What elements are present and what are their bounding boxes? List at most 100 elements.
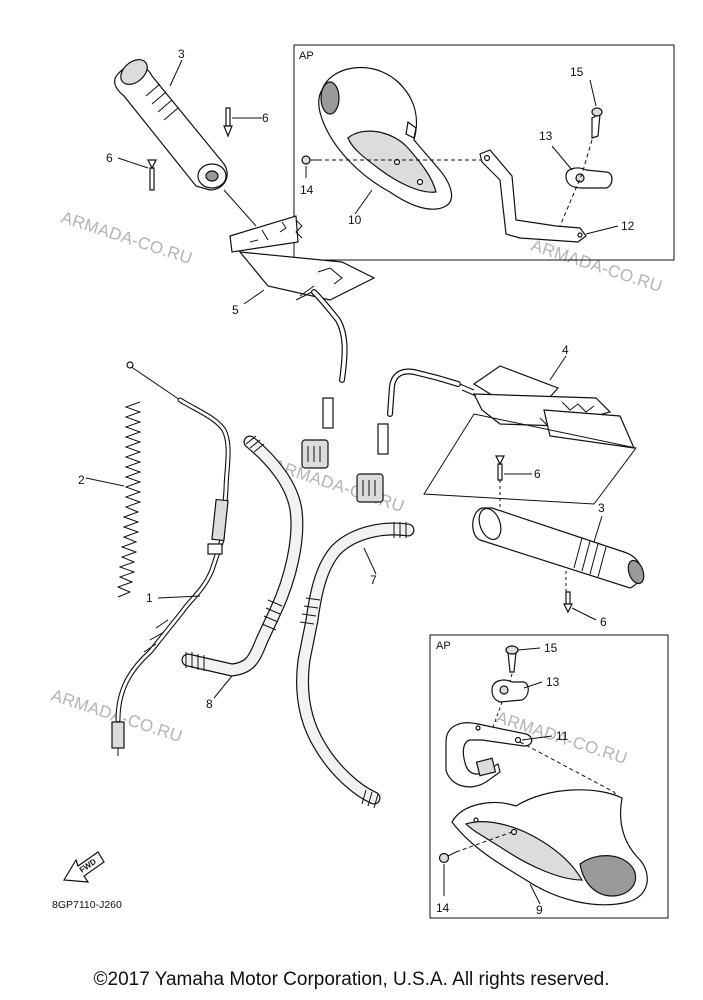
switch-4-leads [459, 383, 477, 397]
leader-4 [549, 355, 567, 381]
label-6-upper-left: 6 [106, 151, 113, 165]
leader-12 [585, 225, 619, 235]
left-grip-assembly: 3 6 6 [106, 47, 269, 227]
ap-label-lower: AP [436, 640, 451, 652]
switch-5-wire-inner [312, 290, 347, 382]
label-9: 9 [536, 903, 543, 917]
forward-arrow-icon-shape [62, 851, 105, 883]
label-6-upper-right: 6 [262, 111, 269, 125]
switch-5-sleeve [322, 397, 334, 429]
connector-4-pins [362, 480, 376, 496]
bolt-14-head [301, 155, 311, 165]
assembly-plane-outline [423, 413, 637, 505]
connector-5-pins [307, 446, 321, 462]
connector-5 [301, 439, 329, 469]
leader-13-upper [551, 145, 573, 171]
hand-guard-10-hole-2 [416, 178, 424, 186]
switch-4-wire [387, 368, 461, 417]
right-grip-assembly: 6 6 3 [472, 455, 645, 629]
accessory-box-upper-frame [293, 44, 675, 261]
leader-5 [243, 289, 265, 305]
label-3-upper: 3 [178, 47, 185, 61]
connector-4 [356, 473, 384, 503]
cable-1-end-fitting [126, 361, 134, 369]
heater-element-5-connector [317, 267, 343, 285]
assembly-line-lower-clamp [491, 701, 503, 731]
pin-6-upper-left [149, 167, 155, 191]
switch-4-wire-inner [388, 369, 460, 416]
hand-guard-10-end [320, 81, 340, 115]
assembly-line-lower-bolt [509, 673, 513, 683]
pin-6-upper-left-tip [147, 159, 157, 170]
cable-1-grommets [143, 619, 169, 653]
clamp-13-lower-hole [499, 685, 509, 695]
label-13-upper: 13 [539, 129, 553, 143]
label-7: 7 [370, 573, 377, 587]
leader-6-upper-left [117, 157, 149, 169]
leader-1 [157, 595, 201, 599]
heater-element-5-zigzag [249, 219, 303, 243]
leader-13-lower [523, 681, 543, 689]
spring-2: 2 [78, 401, 142, 598]
throttle-cable-1: 1 [111, 361, 231, 756]
bracket-12-hole [483, 154, 491, 162]
assembly-line-clamp [559, 139, 593, 227]
label-15-upper: 15 [570, 65, 584, 79]
bolt-14-lower-head [438, 852, 450, 864]
bracket-12 [479, 149, 587, 243]
label-13-lower: 13 [546, 675, 560, 689]
switch-5-assembly: 5 [229, 215, 376, 469]
bracket-11 [445, 722, 533, 788]
hose-7-body-inner [297, 523, 414, 804]
cable-1-nut [207, 543, 223, 555]
leader-7 [363, 547, 377, 575]
hand-guard-9-end [579, 855, 637, 897]
spring-2-coil [116, 401, 142, 598]
hose-7-body [296, 522, 415, 805]
bolt-14-lower-shank [447, 851, 457, 857]
hand-guard-9-hole-2 [473, 817, 479, 823]
cable-1-inner-wire [129, 365, 181, 401]
hose-7-end-ribs [361, 789, 379, 809]
heater-element-5-lower [238, 251, 376, 301]
hose-8-body-inner [182, 436, 303, 676]
leader-2 [85, 477, 125, 487]
leader-3-lower [593, 515, 603, 543]
switch-5-leads [295, 285, 315, 301]
forward-arrow-icon: FWD [62, 851, 105, 883]
cable-1-adjuster [211, 498, 229, 542]
leader-9 [529, 883, 541, 905]
bolt-15-head [591, 107, 603, 117]
label-14-lower: 14 [436, 901, 450, 915]
leader-15-lower [517, 647, 541, 651]
drawing-code: 8GP7110-J260 [52, 899, 122, 911]
grip-3-lower-end [627, 559, 645, 585]
grip-3-lower-ribs [573, 537, 607, 578]
label-6-lower-bottom: 6 [600, 615, 607, 629]
bracket-11-foot [475, 757, 497, 777]
pin-6-upper-right [225, 107, 231, 127]
grip-3-lower [472, 507, 642, 589]
accessory-box-lower: AP 15 13 11 14 9 [429, 634, 669, 919]
hose-7-top-ribs [393, 522, 407, 538]
leader-3-upper [169, 59, 183, 87]
assembly-line-lower-bolt14 [455, 831, 513, 853]
pin-6-lower-bottom-tip [563, 603, 573, 614]
switch-4-assembly: 4 [356, 343, 637, 505]
hose-8: 8 [181, 435, 304, 711]
copyright-notice: ©2017 Yamaha Motor Corporation, U.S.A. A… [93, 969, 610, 990]
bracket-11-hole [514, 736, 522, 744]
label-15-lower: 15 [544, 641, 558, 655]
leader-15-upper [589, 79, 597, 107]
hose-8-top-ribs [245, 435, 265, 453]
pin-6-lower-top [497, 463, 503, 481]
hand-guard-9-inner [464, 821, 584, 881]
cable-1-sheath-inner [116, 398, 230, 722]
clamp-13-lower [491, 679, 529, 703]
hand-guard-10-tab [405, 120, 417, 139]
label-2: 2 [78, 473, 85, 487]
leader-6-lower-bottom [571, 607, 597, 621]
bolt-15-lower-head [505, 645, 519, 655]
